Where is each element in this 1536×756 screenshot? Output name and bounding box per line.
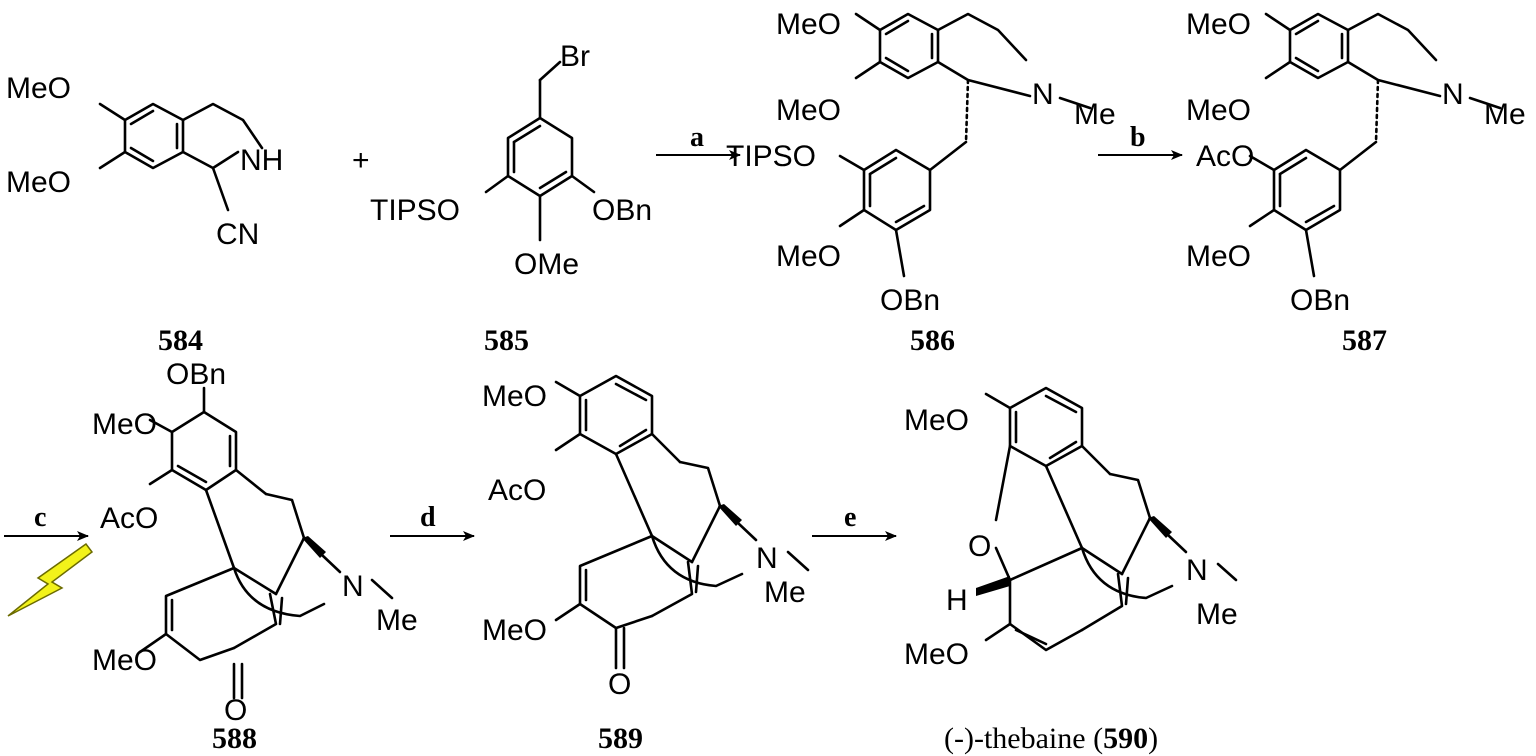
n-methyl-group: Me bbox=[1196, 598, 1238, 631]
amine-nitrogen: N bbox=[1186, 554, 1208, 587]
benzyl-ether-group: OBn bbox=[166, 358, 226, 391]
amine-nitrogen: N bbox=[1032, 78, 1054, 111]
n-methyl-group: Me bbox=[1074, 98, 1116, 131]
compound-588: OBn MeO AcO N Me MeO O 588 bbox=[92, 358, 418, 755]
compound-label: 589 bbox=[598, 722, 643, 755]
ketone-oxygen: O bbox=[224, 694, 247, 727]
methoxy-group: MeO bbox=[482, 614, 547, 647]
methoxy-group: MeO bbox=[904, 404, 969, 437]
step-label: c bbox=[34, 502, 46, 533]
compound-label: 586 bbox=[910, 324, 955, 357]
tips-ether-group: TIPSO bbox=[726, 140, 816, 173]
methoxy-group: MeO bbox=[6, 72, 71, 105]
methoxy-group: MeO bbox=[904, 638, 969, 671]
acetate-group: AcO bbox=[100, 502, 158, 535]
step-d: d bbox=[390, 502, 475, 541]
step-c: c bbox=[4, 502, 94, 617]
methoxy-group: MeO bbox=[6, 166, 71, 199]
step-label: b bbox=[1130, 122, 1146, 153]
compound-name-suffix: ) bbox=[1148, 722, 1158, 755]
methoxy-group: MeO bbox=[1186, 94, 1251, 127]
benzyl-ether-group: OBn bbox=[592, 194, 652, 227]
methoxy-group: MeO bbox=[482, 380, 547, 413]
compound-label: 587 bbox=[1342, 324, 1387, 357]
amine-nitrogen: N bbox=[1442, 78, 1464, 111]
methoxy-group: MeO bbox=[92, 408, 157, 441]
compound-name: (-)-thebaine ( bbox=[944, 722, 1103, 755]
amine-nitrogen: N bbox=[756, 542, 778, 575]
step-e: e bbox=[812, 502, 897, 541]
structure-588-bonds bbox=[138, 386, 394, 700]
structure-587-bonds bbox=[1248, 12, 1502, 278]
n-methyl-group: Me bbox=[764, 576, 806, 609]
compound-label: 585 bbox=[484, 324, 529, 357]
amine-nitrogen: N bbox=[342, 570, 364, 603]
benzyl-ether-group: OBn bbox=[1290, 284, 1350, 317]
ketone-oxygen: O bbox=[608, 668, 631, 701]
nitrile-group: CN bbox=[216, 218, 259, 251]
benzyl-ether-group: OBn bbox=[880, 284, 940, 317]
acetate-group: AcO bbox=[1196, 140, 1254, 173]
n-methyl-group: Me bbox=[1484, 98, 1526, 131]
ether-bridge-oxygen: O bbox=[968, 530, 991, 563]
hydrogen-label: H bbox=[946, 584, 968, 617]
compound-label: 588 bbox=[212, 722, 257, 755]
acetate-group: AcO bbox=[488, 474, 546, 507]
step-a: a bbox=[656, 122, 741, 160]
compound-label: 590 bbox=[1103, 722, 1148, 755]
structure-590-bonds bbox=[976, 386, 1238, 652]
structure-584-bonds bbox=[98, 102, 264, 212]
compound-label: 584 bbox=[158, 324, 203, 357]
compound-584: MeO MeO NH CN 584 bbox=[6, 72, 283, 357]
methoxy-group: MeO bbox=[776, 240, 841, 273]
compound-586: MeO MeO N Me TIPSO MeO OBn 586 bbox=[726, 8, 1116, 357]
step-b: b bbox=[1098, 122, 1183, 160]
compound-587: MeO MeO N Me AcO MeO OBn 587 bbox=[1186, 8, 1526, 357]
methoxy-group: MeO bbox=[1186, 8, 1251, 41]
methoxy-group: MeO bbox=[92, 644, 157, 677]
step-label: d bbox=[420, 502, 436, 533]
compound-590: MeO O H N Me MeO (-)-thebaine (590) bbox=[904, 386, 1238, 755]
compound-585: Br TIPSO OBn OMe 585 bbox=[370, 40, 652, 357]
bromide-group: Br bbox=[560, 40, 590, 73]
methoxy-group: MeO bbox=[1186, 240, 1251, 273]
tips-ether-group: TIPSO bbox=[370, 194, 460, 227]
step-label: a bbox=[690, 122, 704, 153]
structure-586-bonds bbox=[838, 12, 1092, 278]
amine-group: NH bbox=[240, 144, 283, 177]
structure-589-bonds bbox=[554, 374, 810, 670]
plus-sign: + bbox=[352, 144, 370, 177]
lightning-bolt-icon bbox=[7, 542, 94, 617]
methoxy-group: MeO bbox=[776, 8, 841, 41]
n-methyl-group: Me bbox=[376, 604, 418, 637]
methoxy-group: MeO bbox=[776, 94, 841, 127]
compound-caption: (-)-thebaine (590) bbox=[944, 722, 1158, 755]
methoxy-group: OMe bbox=[514, 248, 579, 281]
step-label: e bbox=[844, 502, 856, 533]
structure-585-bonds bbox=[484, 60, 596, 242]
compound-589: MeO AcO N Me MeO O 589 bbox=[482, 374, 810, 755]
